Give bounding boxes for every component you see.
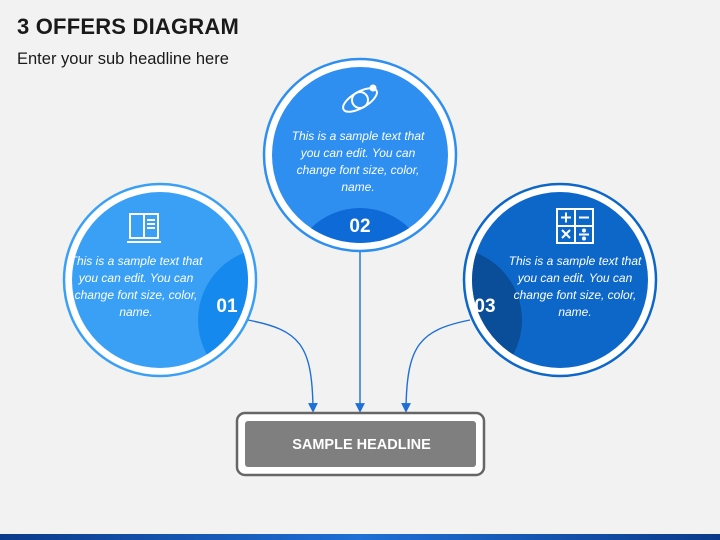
page-title: 3 OFFERS DIAGRAM	[17, 14, 239, 39]
calculator-icon	[556, 208, 594, 244]
book-icon	[127, 213, 161, 243]
headline-box	[235, 411, 486, 477]
bottom-bar	[0, 534, 720, 540]
offer-circle-02	[262, 57, 458, 253]
connector-03	[401, 319, 471, 413]
headline-label: SAMPLE HEADLINE	[292, 437, 431, 453]
offer-text-02: This is a sample text that you can edit.…	[291, 129, 425, 194]
page-subtitle: Enter your sub headline here	[17, 50, 229, 68]
offer-number-03: 03	[474, 296, 496, 317]
connector-01	[247, 319, 318, 413]
offer-text-01: This is a sample text that you can edit.…	[69, 254, 203, 319]
orbit-icon	[342, 84, 378, 113]
offer-text-03: This is a sample text that you can edit.…	[508, 254, 642, 319]
offer-number-01: 01	[216, 296, 238, 317]
offer-number-02: 02	[349, 216, 371, 237]
